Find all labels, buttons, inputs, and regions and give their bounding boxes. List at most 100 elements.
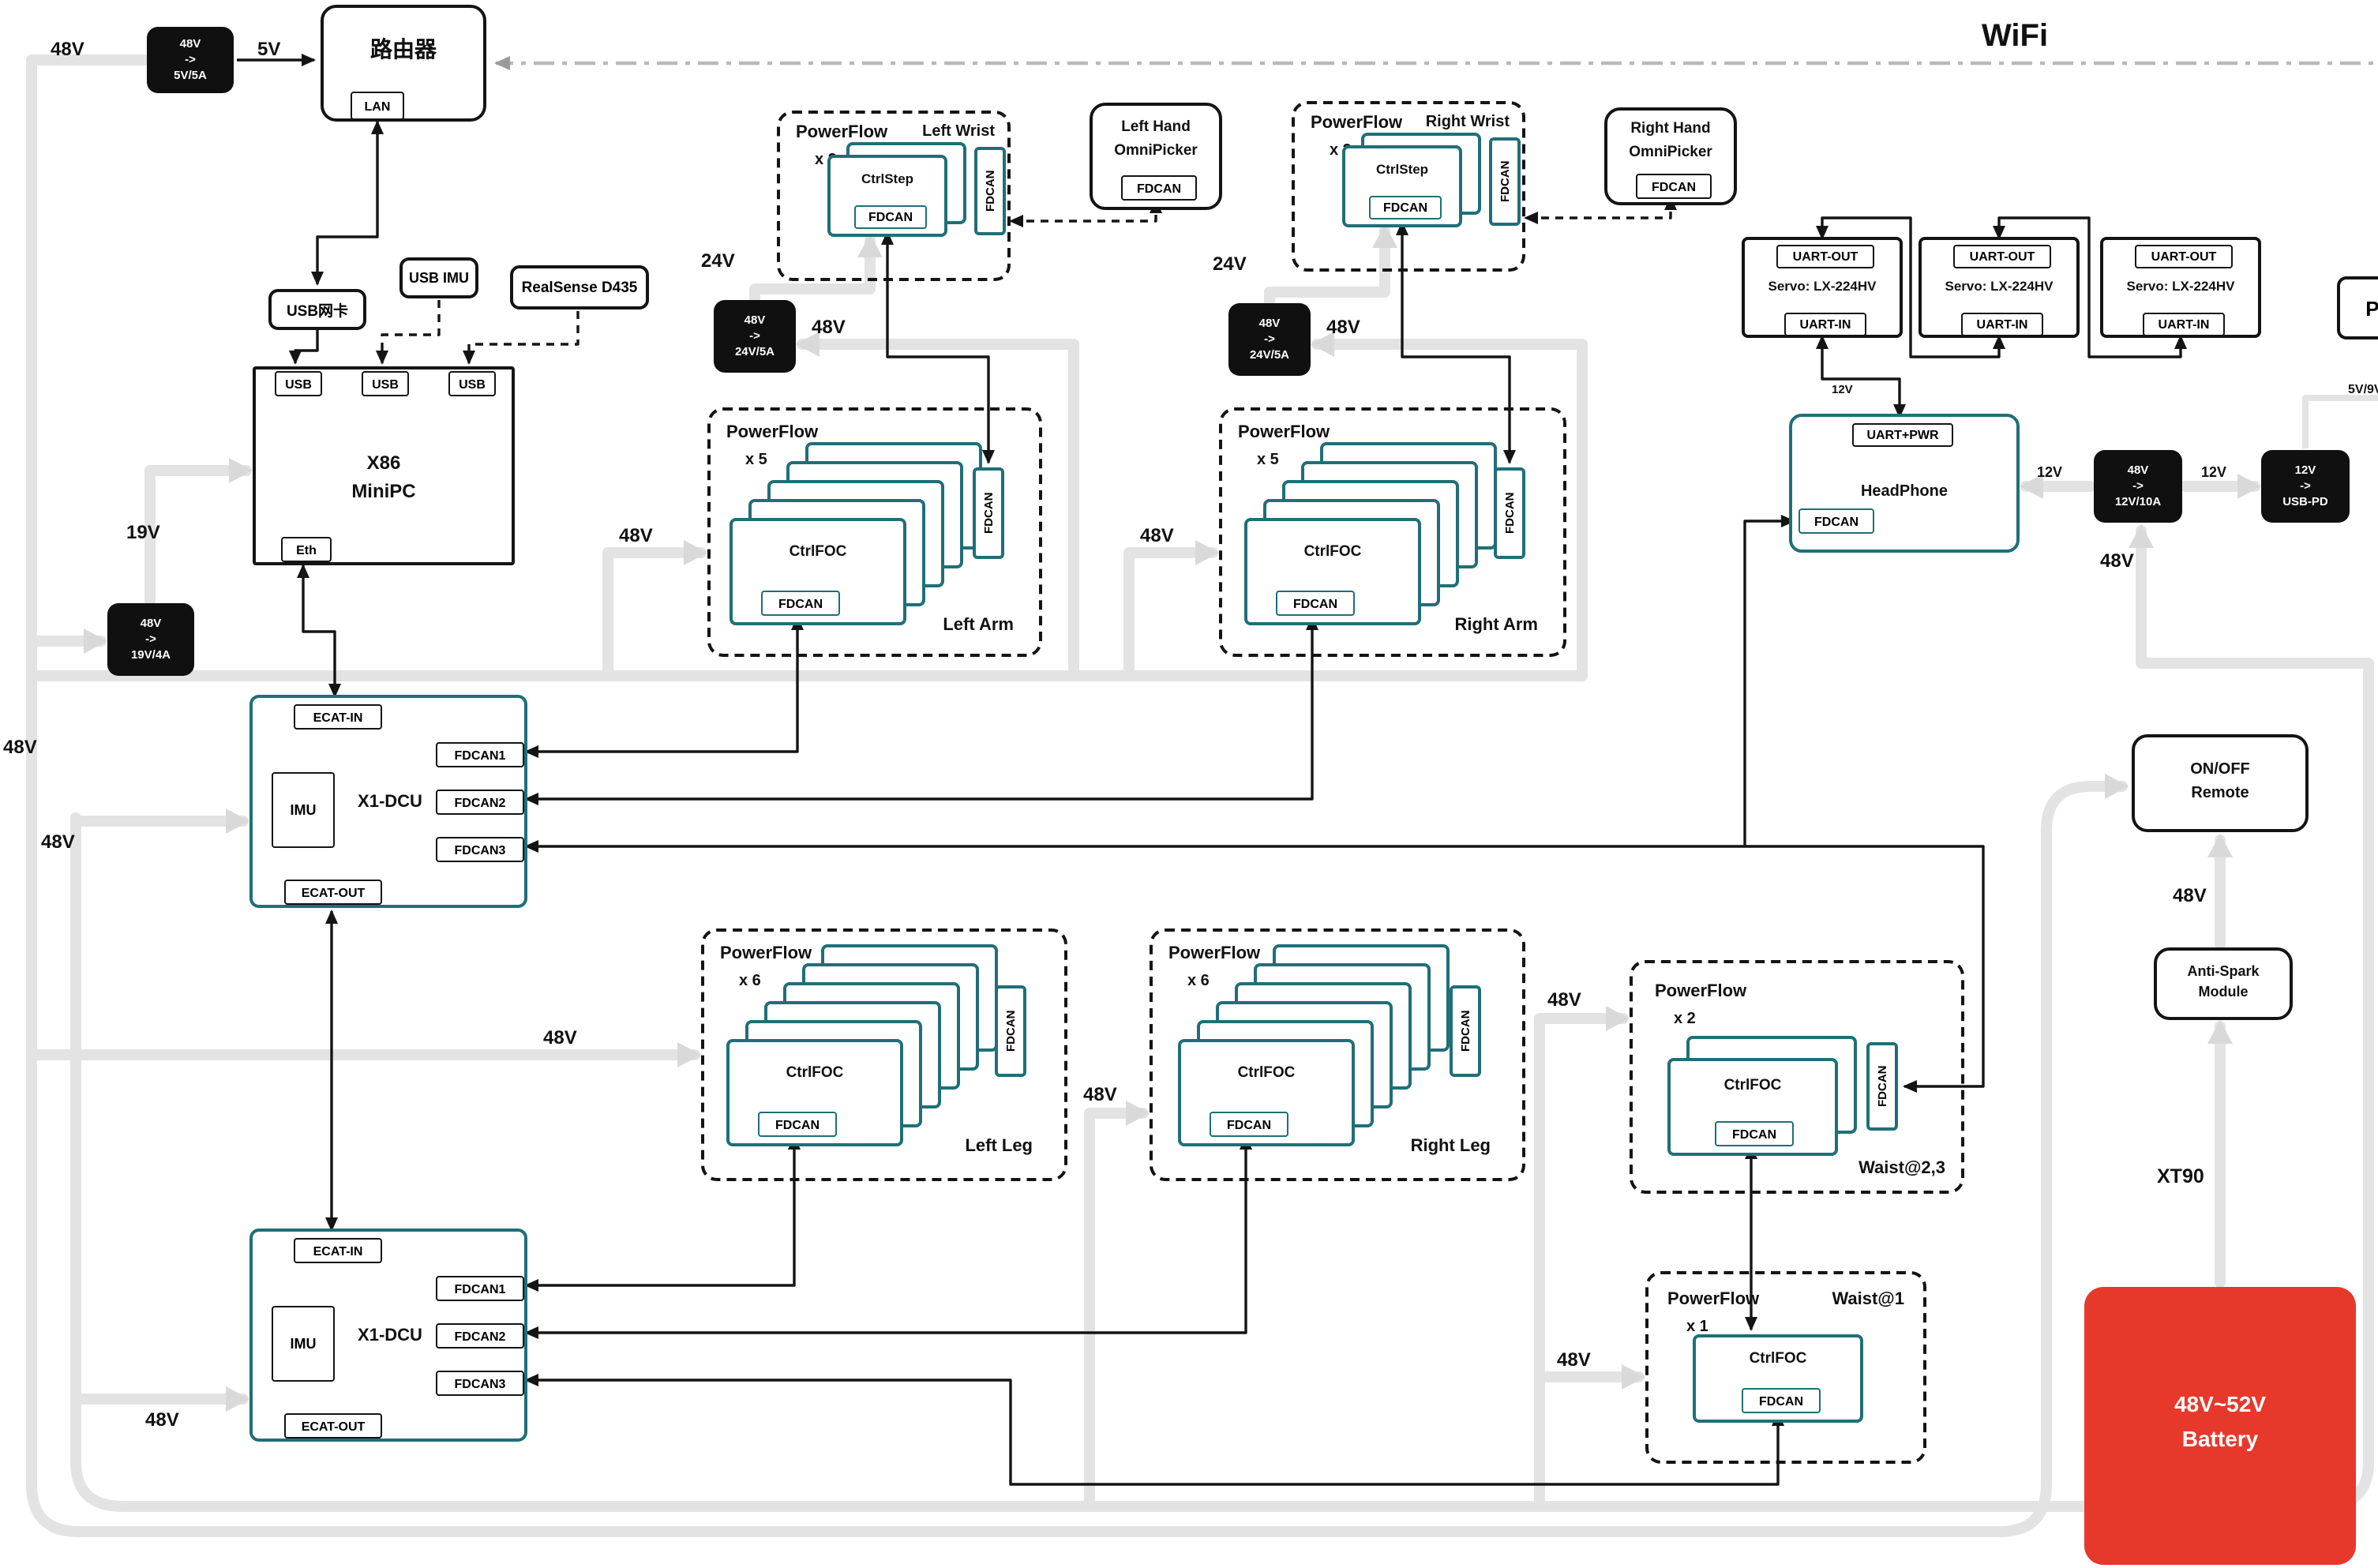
data-fdcan3-waist23-bus — [524, 840, 1985, 1093]
usb-port-3: USB — [448, 371, 496, 396]
group-count: x 5 — [1257, 452, 1279, 469]
remote-line2: Remote — [2191, 785, 2249, 802]
servo1-name: Servo: LX-224HV — [1768, 278, 1877, 294]
psu-in: 48V — [179, 36, 201, 51]
label-19v: 19V — [126, 521, 160, 543]
remote-box: ON/OFF Remote — [2132, 734, 2309, 832]
ctrl-label: CtrlFOC — [789, 543, 847, 561]
data-headphone-servo1 — [1816, 335, 1906, 418]
fdcan-box: FDCAN — [1276, 591, 1355, 616]
data-waist1-fdcan3 — [524, 1374, 1784, 1486]
hand-line2: OmniPicker — [1114, 142, 1198, 159]
label-48v-waist1: 48V — [1557, 1349, 1591, 1371]
group-count: x 5 — [745, 452, 767, 469]
psu-out: USB-PD — [2282, 494, 2328, 509]
waist23-fdcan-tab: FDCAN — [1866, 1042, 1898, 1131]
left-hand-box: Left Hand OmniPicker FDCAN — [1090, 103, 1222, 210]
group-tag: Waist@2,3 — [1859, 1159, 1945, 1178]
psu-out: 24V/5A — [1249, 347, 1290, 362]
lan-port: LAN — [351, 92, 404, 120]
headphone-uart-pwr: UART+PWR — [1852, 423, 1953, 447]
dcu2-box: ECAT-IN IMU X1-DCU ECAT-OUT FDCAN1 FDCAN… — [249, 1229, 527, 1442]
psu-arrow: -> — [145, 631, 156, 646]
left-leg-fdcan-tab: FDCAN — [995, 985, 1026, 1077]
group-title: PowerFlow — [1667, 1290, 1760, 1309]
antispark-line2: Module — [2198, 984, 2249, 1000]
group-tag: Waist@1 — [1832, 1290, 1904, 1309]
label-48v-dcu2: 48V — [145, 1409, 179, 1431]
dcu2-fdcan2-port: FDCAN2 — [436, 1323, 524, 1349]
minipc-title-1: X86 — [366, 452, 401, 474]
dcu1-imu-box: IMU — [272, 772, 335, 848]
fdcan-box: FDCAN — [758, 1112, 837, 1137]
right-leg-fdcan-tab: FDCAN — [1450, 985, 1481, 1077]
dcu2-title: X1-DCU — [358, 1326, 422, 1345]
right-arm-ctrl-card: CtrlFOC FDCAN — [1244, 518, 1421, 625]
minipc-title-2: MiniPC — [351, 480, 416, 502]
group-tag: Left Wrist — [922, 123, 995, 141]
power-right-arm — [1123, 540, 1219, 681]
psu-out: 24V/5A — [734, 344, 775, 359]
usb-port-2: USB — [362, 371, 409, 396]
servo3-uart-out: UART-OUT — [2135, 245, 2233, 268]
antispark-line1: Anti-Spark — [2187, 963, 2260, 979]
left-leg-ctrl-card: CtrlFOC FDCAN — [726, 1039, 903, 1146]
left-arm-fdcan-tab: FDCAN — [973, 467, 1004, 559]
router-title: 路由器 — [370, 36, 437, 62]
psu-arrow: -> — [1264, 331, 1275, 346]
right-wrist-fdcan-tab: FDCAN — [1489, 137, 1521, 226]
ctrl-label: CtrlStep — [861, 171, 914, 186]
right-arm-group: PowerFlow x 5 Right Arm — [1219, 407, 1566, 657]
psu-48v-5v: 48V -> 5V/5A — [147, 27, 234, 93]
wifi-lines — [494, 56, 2378, 70]
servo2-uart-in: UART-IN — [1961, 313, 2043, 336]
power-lines-thin — [2302, 395, 2378, 448]
psu-arrow: -> — [2132, 478, 2144, 493]
wifi-label: WiFi — [1982, 19, 2049, 54]
group-count: x 6 — [1187, 973, 1210, 990]
label-xt90: XT90 — [2157, 1165, 2204, 1187]
headphone-fdcan: FDCAN — [1799, 508, 1874, 534]
servo2-box: UART-OUT Servo: LX-224HV UART-IN — [1919, 237, 2080, 338]
label-48v-top: 48V — [51, 38, 84, 60]
label-48v-wrist-right: 48V — [1326, 316, 1360, 338]
ctrl-label: CtrlFOC — [1303, 543, 1362, 561]
psu-in: 48V — [140, 615, 162, 630]
servo2-uart-out: UART-OUT — [1953, 245, 2051, 268]
servo1-box: UART-OUT Servo: LX-224HV UART-IN — [1742, 237, 1903, 338]
label-12v-left: 12V — [2037, 464, 2063, 480]
psu-in: 48V — [1258, 315, 1281, 330]
label-24v-left: 24V — [701, 249, 735, 272]
psu-arrow: -> — [749, 328, 760, 343]
data-servo2-servo3 — [1993, 216, 2187, 358]
group-title: PowerFlow — [1311, 114, 1403, 133]
dcu1-title: X1-DCU — [358, 793, 422, 812]
data-lines — [237, 54, 2187, 1486]
label-48v-rightarm: 48V — [1140, 524, 1174, 546]
group-count: x 2 — [1674, 1011, 1696, 1028]
group-title: PowerFlow — [796, 123, 888, 142]
data-rightarm-fdcan2 — [524, 616, 1318, 805]
servo1-uart-in: UART-IN — [1784, 313, 1866, 336]
group-tag: Left Arm — [943, 616, 1014, 635]
ctrl-label: CtrlFOC — [1749, 1350, 1807, 1367]
data-nic-usb1 — [289, 330, 319, 365]
headphone-box: UART+PWR HeadPhone FDCAN — [1789, 414, 2020, 553]
label-48v-leftbus: 48V — [3, 736, 37, 758]
group-tag: Right Wrist — [1425, 114, 1510, 131]
fdcan-box: FDCAN — [1369, 196, 1442, 219]
left-arm-ctrl-card: CtrlFOC FDCAN — [730, 518, 906, 625]
psu-out: 12V/10A — [2114, 494, 2162, 509]
remote-line1: ON/OFF — [2190, 761, 2250, 778]
data-imu-usb2 — [376, 300, 441, 365]
label-48v-rightleg: 48V — [1083, 1083, 1117, 1105]
group-title: PowerFlow — [1238, 423, 1330, 442]
usb-port-1: USB — [275, 371, 322, 396]
psu-arrow: -> — [185, 51, 196, 66]
battery-line1: 48V~52V — [2174, 1391, 2266, 1416]
fdcan-box: FDCAN — [1210, 1112, 1288, 1137]
dcu1-fdcan2-port: FDCAN2 — [436, 790, 524, 815]
psu-48v-24v-left: 48V -> 24V/5A — [714, 300, 796, 373]
label-12v-servo: 12V — [1832, 382, 1853, 396]
